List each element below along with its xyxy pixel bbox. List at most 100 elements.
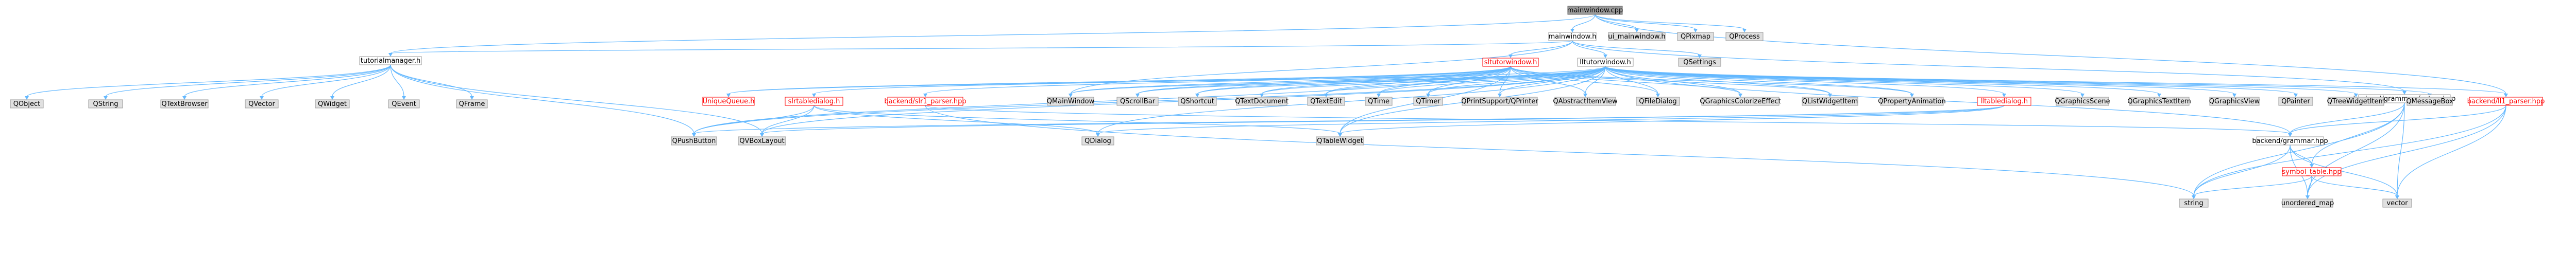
edge-slrtabledialog_h-to-QPushButton [693,105,815,134]
node-box [738,136,786,146]
node-QDialog: QDialog [1081,136,1114,146]
node-label: QGraphicsScene [2055,98,2110,105]
node-vector: vector [2382,198,2412,208]
node-lltutorwindow-h[interactable]: lltutorwindow.h [1577,58,1634,67]
node-symbol-table-hpp[interactable]: symbol_table.hpp [2282,167,2342,176]
node-lltabledialog-h[interactable]: lltabledialog.h [1977,97,2031,106]
node-label: mainwindow.h [1549,33,1597,41]
node-label: QPropertyAnimation [1878,98,1946,105]
node-tutorialmanager-h[interactable]: tutorialmanager.h [359,56,422,65]
node-QMainWindow: QMainWindow [1047,97,1095,106]
node-box [1677,32,1714,41]
node-QVBoxLayout: QVBoxLayout [738,136,786,146]
node-label: QFrame [459,100,485,108]
edge-slrtabledialog_h-to-QVBoxLayout [761,105,815,134]
node-label: QTime [1368,98,1389,105]
edge-tutorialmanager_h-to-QFrame [390,64,472,97]
node-box [388,99,420,109]
edge-backend_grammar_factory_hpp-to-unordered_map [2307,102,2405,196]
node-box [1577,58,1634,67]
node-QFileDialog: QFileDialog [1636,97,1680,106]
edge-symbol_table_hpp-to-string [2193,175,2312,196]
edge-lltutorwindow_h-to-QAbstractItemView [1585,66,1606,95]
node-backend-slr1-parser-hpp[interactable]: backend/slr1_parser.hpp [884,97,967,106]
node-box [1608,32,1666,41]
node-QTextDocument: QTextDocument [1235,97,1289,106]
node-label: backend/grammar.hpp [2252,137,2328,145]
node-box [1482,58,1539,67]
node-box [1316,136,1364,146]
node-QTextEdit: QTextEdit [1307,97,1345,106]
node-box [359,56,422,65]
node-mainwindow-h[interactable]: mainwindow.h [1548,32,1597,41]
node-backend-ll1-parser-hpp[interactable]: backend/ll1_parser.hpp [2467,97,2545,106]
node-QFrame: QFrame [456,99,488,109]
edge-backend_ll1_parser_hpp-to-vector [2397,105,2506,196]
edge-lltutorwindow_h-to-QListWidgetItem [1605,66,1831,95]
arrowhead-lltutorwindow_h-to-QAbstractItemView [1583,94,1587,97]
edge-backend_ll1_parser_hpp-to-string [2193,105,2506,196]
edge-lltutorwindow_h-to-QTextEdit [1326,66,1606,95]
node-QAbstractItemView: QAbstractItemView [1553,97,1618,106]
edge-sltutorwindow_h-to-QListWidgetItem [1510,66,1831,95]
edge-mainwindow_cpp-to-backend_ll1_parser_hpp [1595,14,2506,95]
node-box [2382,198,2412,208]
node-QTreeWidgetItem: QTreeWidgetItem [2327,97,2385,106]
arrowhead-lltabledialog_h-to-QVBoxLayout [760,133,764,137]
nodes-layer: mainwindow.cpp mainwindow.h ui_mainwindow.… [10,6,2545,208]
edge-slrtabledialog_h-to-QTableWidget [814,105,1341,134]
node-QPushButton: QPushButton [671,136,717,146]
node-label: QTextDocument [1235,98,1289,105]
node-box [1678,58,1721,67]
node-box [1567,6,1623,15]
node-label: QDialog [1084,137,1111,145]
node-slrtabledialog-h[interactable]: slrtabledialog.h [785,97,843,106]
node-box [1636,97,1680,106]
arrowhead-lltutorwindow_h-to-QTime [1377,94,1381,97]
edge-lltutorwindow_h-to-lltabledialog_h [1605,66,2005,95]
edge-sltutorwindow_h-to-QTextEdit [1326,66,1511,95]
node-label: QTimer [1416,98,1440,105]
node-label: QShortcut [1180,98,1214,105]
edge-backend_grammar_factory_hpp-to-backend_grammar_hpp [2290,102,2405,134]
node-UniqueQueue-h[interactable]: UniqueQueue.h [702,97,755,106]
arrowhead-tutorialmanager_h-to-QEvent [402,96,406,100]
node-box [2328,97,2384,106]
arrowhead-lltutorwindow_h-to-QFileDialog [1656,94,1660,97]
edge-lltabledialog_h-to-QPushButton [693,105,2005,134]
edge-tutorialmanager_h-to-QVector [261,64,391,97]
arrowhead-lltutorwindow_h-to-QTreeWidgetItem [2354,94,2358,97]
edge-lltutorwindow_h-to-QMessageBox [1605,66,2430,95]
edge-lltutorwindow_h-to-QTime [1378,66,1606,95]
node-box [1178,97,1217,106]
node-label: QListWidgetItem [1802,98,1858,105]
edge-mainwindow_cpp-to-QPixmap [1595,14,1696,30]
edges-layer [25,14,2508,199]
edge-lltutorwindow_h-to-QMainWindow [1070,66,1606,95]
node-label: lltabledialog.h [1980,98,2028,105]
node-label: QScrollBar [1120,98,1156,105]
arrowhead-lltutorwindow_h-to-QPropertyAnimation [1910,94,1914,97]
node-label: QObject [13,100,41,108]
edge-symbol_table_hpp-to-unordered_map [2307,175,2312,196]
arrowhead-backend_grammar_hpp-to-symbol_table_hpp [2310,164,2314,168]
node-box [1548,32,1597,41]
arrowhead-mainwindow_cpp-to-QPixmap [1693,29,1698,32]
arrowhead-sltutorwindow_h-to-backend_slr1_parser_hpp [923,94,927,97]
node-box [1725,32,1764,41]
node-label: QGraphicsTextItem [2127,98,2191,105]
node-label: ui_mainwindow.h [1608,33,1665,41]
node-box [456,99,488,109]
edge-lltutorwindow_h-to-QPropertyAnimation [1605,66,1912,95]
node-box [2278,97,2313,106]
node-backend-grammar-hpp[interactable]: backend/grammar.hpp [2252,136,2328,146]
node-sltutorwindow-h[interactable]: sltutorwindow.h [1482,58,1539,67]
node-box [10,99,44,109]
node-QMessageBox: QMessageBox [2406,97,2453,106]
node-mainwindow-cpp[interactable]: mainwindow.cpp [1567,6,1623,15]
edge-mainwindow_h-to-QSettings [1572,40,1700,56]
edge-lltutorwindow_h-to-QPrintSupport_QPrinter [1499,66,1606,95]
node-label: QVector [248,100,275,108]
node-label: QFileDialog [1639,98,1676,105]
